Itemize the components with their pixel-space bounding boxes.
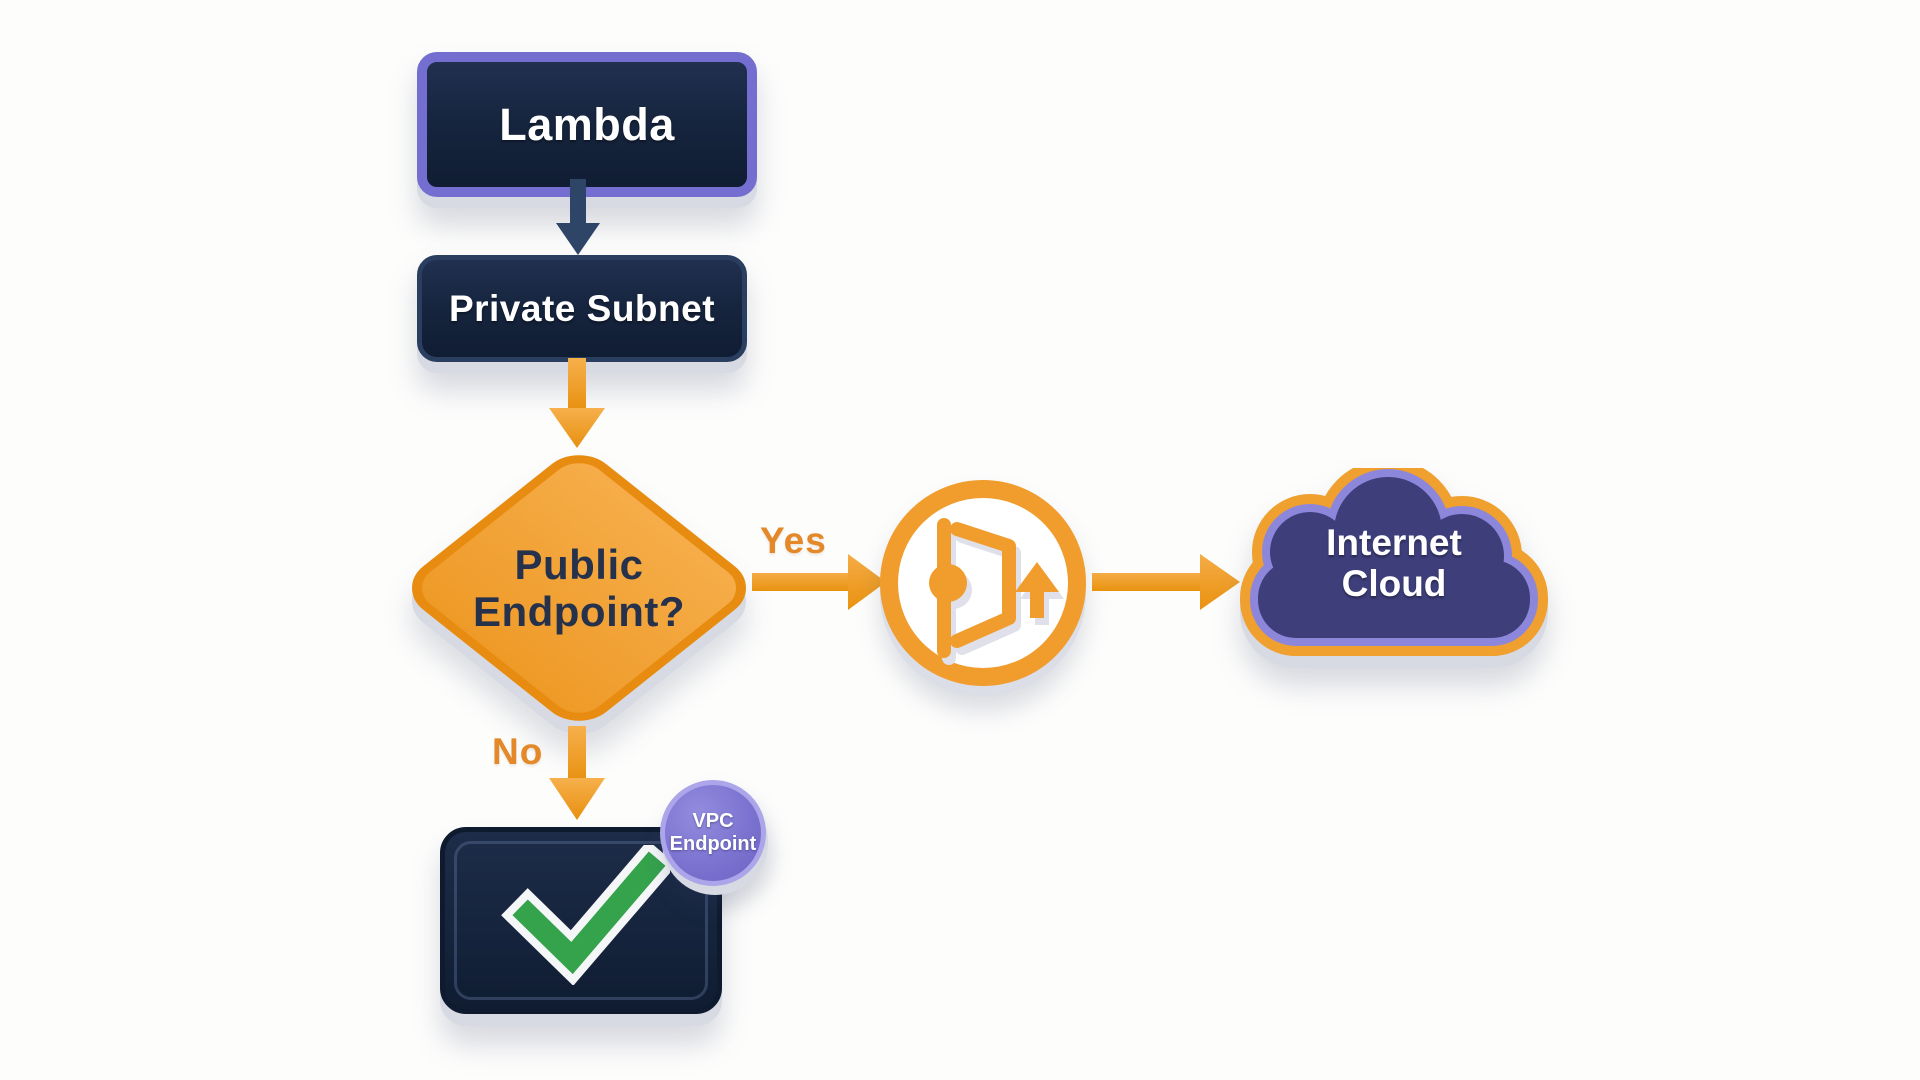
cloud-label-line1: Internet: [1326, 521, 1462, 563]
cloud-label-line2: Cloud: [1341, 563, 1447, 604]
node-lambda: Lambda: [417, 52, 757, 197]
checkmark-icon: [501, 845, 670, 985]
node-lambda-label: Lambda: [499, 98, 675, 150]
node-internet-cloud-label: Internet Cloud: [1238, 468, 1550, 658]
vpc-badge-line2: Endpoint: [669, 833, 757, 855]
decision-label-line2: Endpoint?: [472, 588, 686, 635]
node-vpc-endpoint-badge: VPC Endpoint: [660, 780, 766, 886]
node-internet-cloud: [1240, 468, 1548, 656]
edge-nat-gateway-to-internet-cloud: [1092, 554, 1240, 610]
edge-decision-to-nat-gateway: [752, 554, 886, 610]
node-decision-diamond: [412, 455, 746, 721]
edge-decision-to-success: [549, 726, 605, 820]
edge-no-label: No: [492, 731, 544, 772]
edge-yes-label: Yes: [760, 520, 827, 561]
vpc-badge-line1: VPC: [692, 810, 734, 832]
node-decision-label: Public Endpoint?: [403, 448, 755, 728]
node-private-subnet-label: Private Subnet: [448, 287, 716, 329]
nat-gateway-icon: [929, 518, 1059, 658]
decision-label-line1: Public: [514, 540, 644, 588]
edge-lambda-to-private-subnet: [556, 179, 600, 255]
edge-private-subnet-to-decision: [549, 358, 605, 448]
node-private-subnet: Private Subnet: [417, 255, 747, 362]
